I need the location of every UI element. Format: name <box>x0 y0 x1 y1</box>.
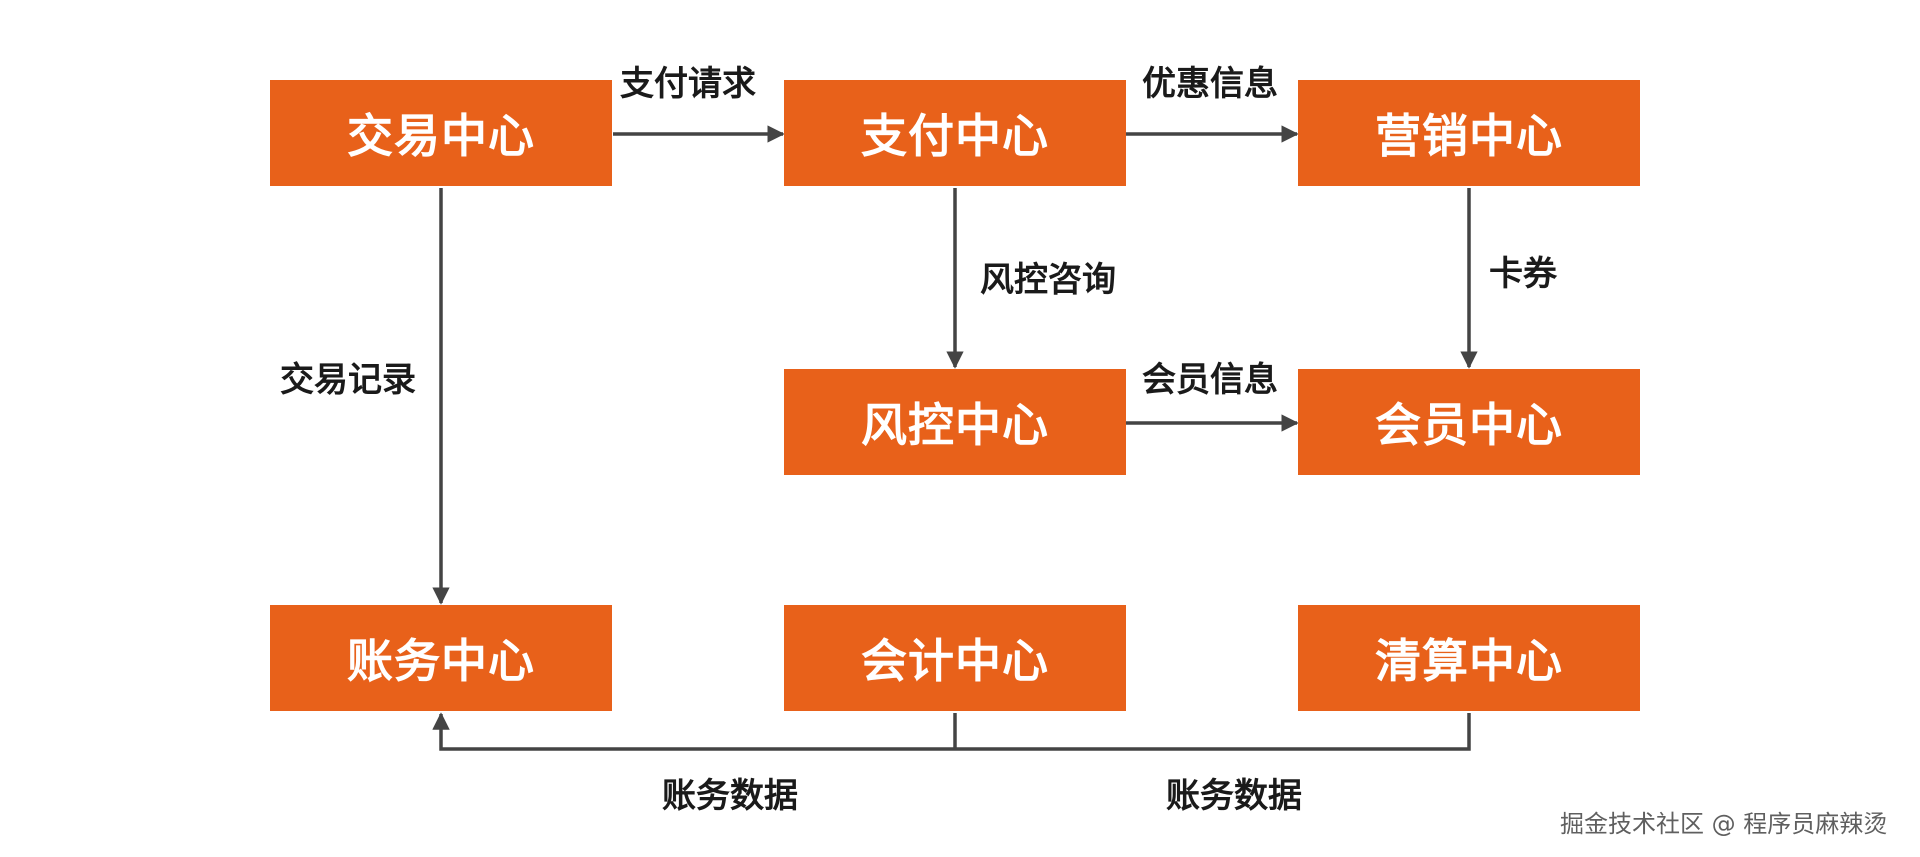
node-clearing-center: 清算中心 <box>1298 605 1640 711</box>
node-trade-center: 交易中心 <box>270 80 612 186</box>
watermark-text: 掘金技术社区 @ 程序员麻辣烫 <box>1560 810 1888 838</box>
node-member-center: 会员中心 <box>1298 369 1640 475</box>
label-account-data-left: 账务数据 <box>662 776 798 816</box>
label-payment-request: 支付请求 <box>620 64 756 104</box>
label-member-info: 会员信息 <box>1142 360 1278 400</box>
label-coupon: 卡券 <box>1489 254 1557 294</box>
node-payment-center: 支付中心 <box>784 80 1126 186</box>
node-risk-center: 风控中心 <box>784 369 1126 475</box>
node-marketing-center: 营销中心 <box>1298 80 1640 186</box>
label-trade-record: 交易记录 <box>280 360 416 400</box>
label-account-data-right: 账务数据 <box>1166 776 1302 816</box>
label-risk-consult: 风控咨询 <box>980 260 1116 300</box>
label-discount-info: 优惠信息 <box>1142 64 1278 104</box>
node-accounting-center: 会计中心 <box>784 605 1126 711</box>
node-account-center: 账务中心 <box>270 605 612 711</box>
